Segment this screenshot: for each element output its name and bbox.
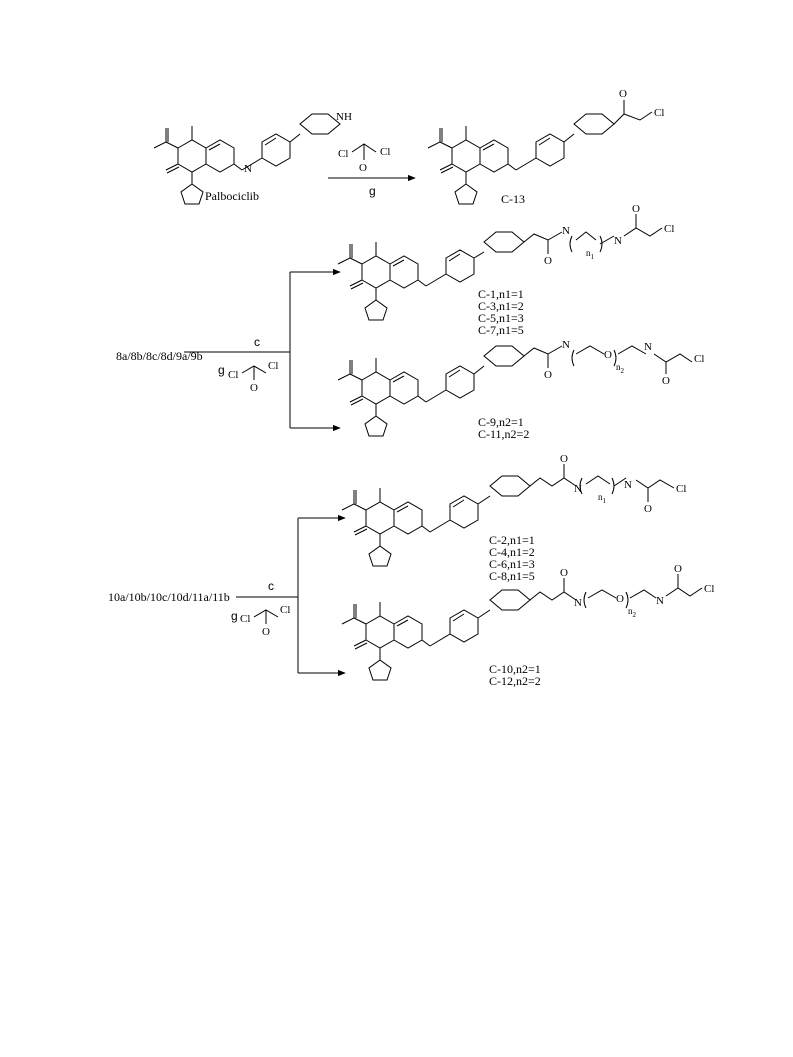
svg-text:C-3,n1=2: C-3,n1=2: [478, 299, 524, 313]
palbociclib-structure: NH N: [153, 111, 352, 205]
svg-text:O: O: [644, 503, 652, 515]
svg-text:N: N: [614, 235, 622, 247]
svg-text:Cl: Cl: [268, 360, 278, 372]
palbociclib-label: Palbociclib: [205, 189, 259, 203]
svg-text:N: N: [644, 341, 652, 353]
svg-text:C-7,n1=5: C-7,n1=5: [478, 323, 524, 337]
svg-text:C-5,n1=3: C-5,n1=3: [478, 311, 524, 325]
svg-text:N: N: [562, 339, 570, 351]
chloroacetyl-chloride: Cl Cl O: [228, 360, 278, 394]
reaction-2: 8a/8b/8c/8d/9a/9b c g Cl Cl O O N: [116, 203, 704, 441]
svg-text:n2: n2: [628, 606, 637, 619]
c13-label: C-13: [501, 192, 525, 206]
svg-text:O: O: [359, 162, 367, 174]
starting-material-label: 8a/8b/8c/8d/9a/9b: [116, 349, 203, 363]
product-a-labels: C-2,n1=1 C-4,n1=2 C-6,n1=3 C-8,n1=5: [489, 533, 535, 583]
svg-text:N: N: [574, 597, 582, 609]
svg-text:O: O: [544, 255, 552, 267]
svg-text:C-11,n2=2: C-11,n2=2: [478, 427, 529, 441]
atom-nh: NH: [336, 111, 352, 123]
reagent-label: g: [369, 184, 376, 198]
chloroacetyl-chloride: Cl Cl O: [338, 143, 390, 174]
starting-material-label: 10a/10b/10c/10d/11a/11b: [108, 590, 230, 604]
svg-text:C-12,n2=2: C-12,n2=2: [489, 674, 541, 688]
svg-text:O: O: [632, 203, 640, 215]
svg-text:Cl: Cl: [240, 613, 250, 625]
svg-text:n1: n1: [586, 248, 595, 261]
svg-text:n2: n2: [616, 362, 625, 375]
svg-text:Cl: Cl: [654, 107, 664, 119]
reaction-1: NH N Palbociclib Cl Cl O g O Cl C-13: [153, 88, 664, 206]
svg-text:Cl: Cl: [664, 223, 674, 235]
svg-text:Cl: Cl: [694, 353, 704, 365]
svg-text:C-2,n1=1: C-2,n1=1: [489, 533, 535, 547]
svg-text:O: O: [544, 369, 552, 381]
svg-text:N: N: [574, 483, 582, 495]
c13-structure: O Cl: [427, 88, 664, 205]
svg-text:n1: n1: [598, 492, 607, 505]
svg-text:O: O: [560, 453, 568, 465]
product-b-structure: O N O n2 N O Cl: [341, 563, 714, 681]
product-a-labels: C-1,n1=1 C-3,n1=2 C-5,n1=3 C-7,n1=5: [478, 287, 524, 337]
product-a-structure: O N n1 N O Cl: [341, 453, 686, 567]
svg-text:O: O: [619, 88, 627, 100]
svg-text:O: O: [604, 349, 612, 361]
reagent-g-label: g: [218, 363, 225, 377]
svg-text:O: O: [560, 567, 568, 579]
svg-text:C-4,n1=2: C-4,n1=2: [489, 545, 535, 559]
svg-text:N: N: [656, 595, 664, 607]
svg-text:C-10,n2=1: C-10,n2=1: [489, 662, 541, 676]
svg-text:C-8,n1=5: C-8,n1=5: [489, 569, 535, 583]
svg-text:C-9,n2=1: C-9,n2=1: [478, 415, 524, 429]
reagent-c-label: c: [254, 335, 260, 349]
svg-text:O: O: [250, 382, 258, 394]
svg-text:O: O: [616, 593, 624, 605]
product-b-structure: O N O n2 N O Cl: [337, 339, 704, 437]
svg-text:C-1,n1=1: C-1,n1=1: [478, 287, 524, 301]
chloroacetyl-chloride: Cl Cl O: [240, 604, 290, 638]
svg-text:Cl: Cl: [338, 148, 348, 160]
reagent-g-label: g: [231, 609, 238, 623]
svg-text:N: N: [562, 225, 570, 237]
reaction-3: 10a/10b/10c/10d/11a/11b c g Cl Cl O O N: [108, 453, 714, 688]
svg-text:O: O: [674, 563, 682, 575]
svg-text:C-6,n1=3: C-6,n1=3: [489, 557, 535, 571]
svg-text:Cl: Cl: [704, 583, 714, 595]
reagent-c-label: c: [268, 579, 274, 593]
svg-text:O: O: [262, 626, 270, 638]
svg-text:N: N: [624, 479, 632, 491]
product-b-labels: C-10,n2=1 C-12,n2=2: [489, 662, 541, 688]
product-b-labels: C-9,n2=1 C-11,n2=2: [478, 415, 529, 441]
product-a-structure: O N n1 N O Cl: [337, 203, 674, 321]
atom-n: N: [244, 163, 252, 175]
svg-text:Cl: Cl: [228, 369, 238, 381]
svg-text:Cl: Cl: [676, 483, 686, 495]
svg-text:O: O: [662, 375, 670, 387]
svg-text:Cl: Cl: [380, 146, 390, 158]
svg-text:Cl: Cl: [280, 604, 290, 616]
